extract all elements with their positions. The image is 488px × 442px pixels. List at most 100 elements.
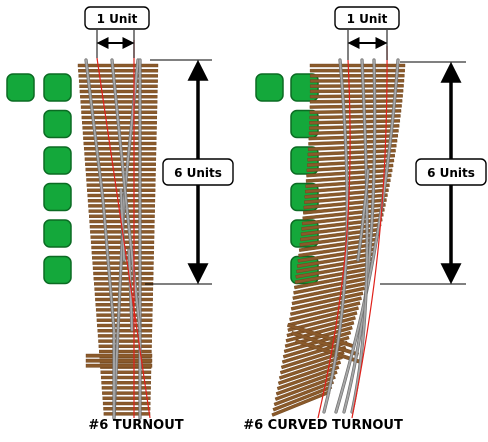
- switch-tie: [290, 331, 360, 357]
- frog-wing-top: [357, 169, 369, 261]
- tie: [80, 105, 158, 109]
- guide-curve-right-a: [317, 59, 351, 419]
- tie: [79, 89, 158, 94]
- tie: [77, 63, 159, 68]
- tie: [308, 129, 399, 136]
- six-units-label-box-right: [415, 158, 487, 186]
- tie: [309, 63, 406, 68]
- unit-square: [43, 219, 72, 248]
- tie: [308, 124, 400, 130]
- tie: [80, 100, 158, 104]
- frog-wing-top: [120, 189, 125, 261]
- tie: [85, 162, 156, 167]
- tie: [95, 303, 153, 307]
- rail-diverge-right-top: [111, 59, 141, 331]
- tie: [78, 79, 158, 83]
- tie: [95, 308, 153, 312]
- unit-square: [43, 109, 72, 139]
- tie: [102, 391, 151, 395]
- tie: [309, 68, 405, 73]
- tie: [98, 339, 152, 343]
- tie: [309, 109, 402, 115]
- tie: [99, 349, 152, 354]
- tie: [309, 114, 401, 120]
- tie: [102, 396, 151, 400]
- tie: [103, 412, 151, 416]
- tie: [274, 375, 336, 401]
- unit-label-left: 1 Unit: [97, 12, 138, 26]
- tie: [291, 286, 365, 306]
- tie: [80, 94, 158, 99]
- tie: [309, 94, 403, 99]
- tie: [94, 282, 154, 286]
- tie: [97, 329, 153, 333]
- tie: [81, 110, 158, 115]
- six-units-label-box-left: [162, 158, 234, 186]
- unit-squares-left: [6, 73, 72, 285]
- tie: [101, 386, 151, 390]
- tie: [308, 139, 398, 146]
- tie: [96, 318, 153, 322]
- guide-curve-right-b: [351, 45, 388, 419]
- unit-square: [43, 146, 72, 175]
- guide-line-left-a: [96, 57, 151, 419]
- rail-inner-right-top: [351, 59, 369, 413]
- caption-right: #6 CURVED TURNOUT: [243, 418, 403, 433]
- switch-tie: [85, 363, 153, 368]
- tie: [85, 167, 156, 172]
- tie: [94, 292, 153, 296]
- straight-turnout-panel: 1 Unit 6 Units #6 TURNOUT: [6, 6, 234, 433]
- tie: [79, 84, 158, 89]
- unit-square: [43, 255, 72, 285]
- rail-diverge-left-top: [85, 59, 115, 419]
- curved-turnout-panel: 1 Unit 6 Units #6 CURVED TURNOUT: [243, 6, 487, 433]
- tie: [309, 99, 403, 104]
- tie: [276, 365, 340, 391]
- tie: [279, 350, 345, 375]
- unit-square: [43, 73, 72, 102]
- guard-rail-top: [128, 249, 133, 331]
- six-units-label-left: 6 Units: [174, 166, 222, 180]
- tie: [98, 344, 152, 348]
- tie: [103, 407, 151, 411]
- tie: [101, 381, 151, 385]
- tie: [309, 89, 404, 94]
- tie: [290, 291, 364, 311]
- unit-squares-right: [255, 73, 319, 285]
- unit-label-box-right: [334, 6, 400, 30]
- rails-left: [84, 58, 142, 420]
- tie: [96, 313, 153, 317]
- unit-square: [255, 73, 284, 102]
- tie: [97, 323, 153, 328]
- tie: [95, 297, 153, 302]
- tie: [277, 360, 342, 386]
- tie: [102, 401, 151, 406]
- rail-through-left-top: [113, 59, 139, 419]
- switch-tie: [85, 358, 153, 363]
- caption-left: #6 TURNOUT: [88, 418, 183, 433]
- tie: [309, 79, 405, 83]
- tie: [78, 74, 158, 78]
- unit-square: [43, 182, 72, 212]
- rail-outer-right-top: [335, 59, 399, 413]
- tie: [93, 271, 154, 276]
- unit-square: [6, 73, 35, 102]
- rail-outer-left-top: [323, 59, 349, 413]
- unit-label-box-left: [84, 6, 150, 30]
- tie: [308, 134, 399, 141]
- tie: [309, 73, 405, 78]
- tie: [305, 173, 392, 183]
- tie: [78, 68, 159, 73]
- rails-right: [322, 58, 400, 414]
- tie: [85, 172, 156, 177]
- tie: [309, 104, 402, 109]
- tie: [100, 370, 152, 374]
- tie: [94, 287, 154, 291]
- tie: [97, 334, 153, 338]
- unit-label-right: 1 Unit: [347, 12, 388, 26]
- tie: [93, 277, 154, 281]
- tie: [86, 183, 156, 187]
- tie: [275, 370, 338, 396]
- tie: [100, 375, 152, 380]
